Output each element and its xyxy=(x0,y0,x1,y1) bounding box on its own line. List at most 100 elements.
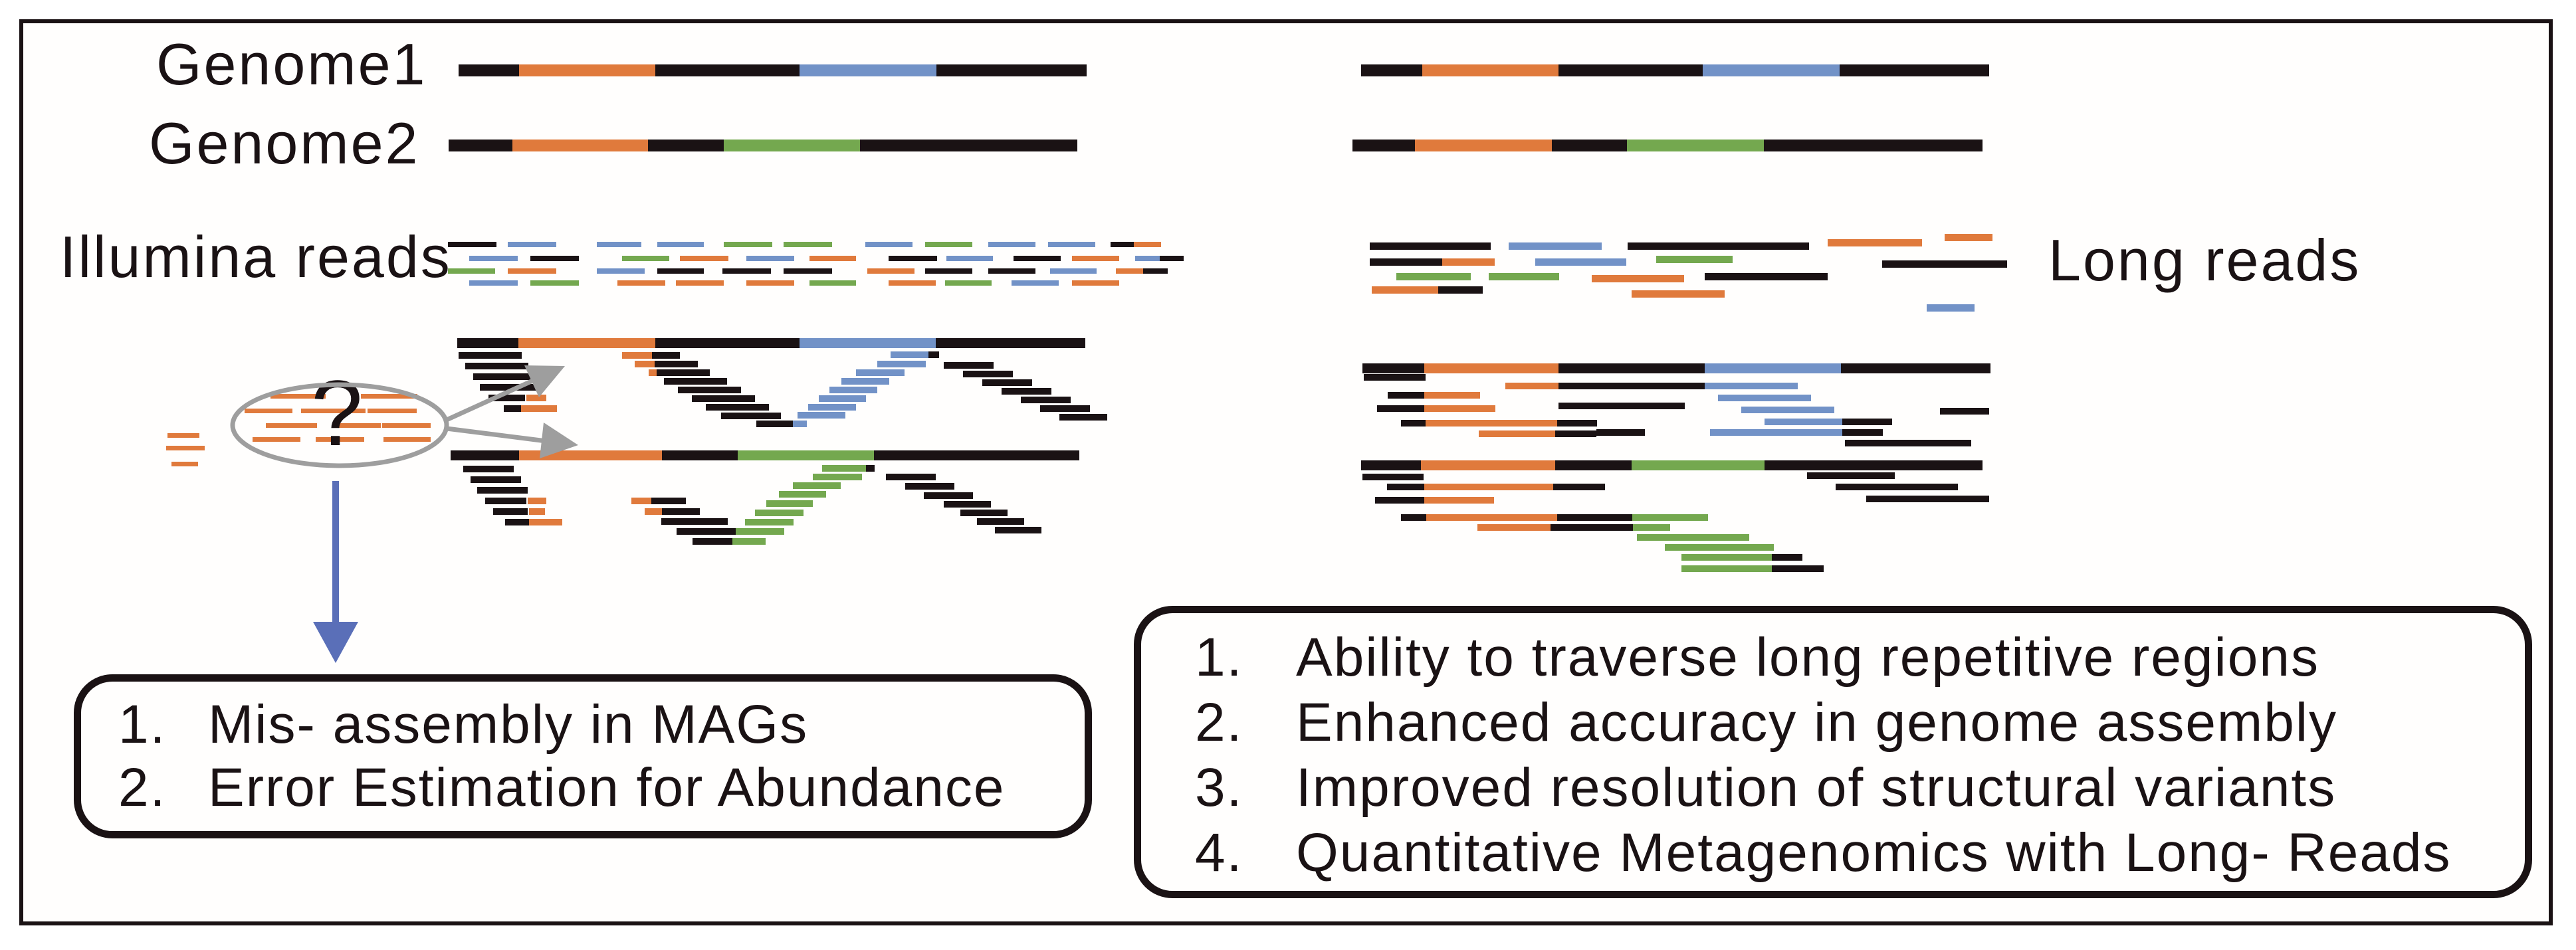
left-contig1-reads-read xyxy=(856,369,905,376)
read-segment xyxy=(1741,407,1834,413)
read-segment xyxy=(745,519,794,525)
item-text: Enhanced accuracy in genome assembly xyxy=(1296,692,2338,753)
illumina-read-cloud-read xyxy=(1050,268,1097,274)
read-segment xyxy=(755,510,804,516)
right-contig1-reads-read xyxy=(1377,405,1495,412)
read-segment xyxy=(459,352,522,359)
genome2-right-bar xyxy=(1352,140,1983,151)
read-segment xyxy=(448,268,495,274)
left-contig1-reads-read xyxy=(798,412,845,419)
read-segment xyxy=(1111,242,1134,247)
read-segment xyxy=(505,519,529,525)
left-contig2-reads-read xyxy=(793,482,841,489)
left-contig2-reads-read xyxy=(995,527,1041,533)
read-segment xyxy=(924,492,973,499)
read-segment xyxy=(473,373,534,380)
read-segment xyxy=(813,474,862,480)
illumina-read-cloud-read xyxy=(925,242,972,247)
read-segment xyxy=(982,379,1032,386)
read-segment xyxy=(721,538,732,545)
read-segment xyxy=(480,384,540,391)
item-text: Error Estimation for Abundance xyxy=(208,757,1006,818)
read-segment xyxy=(463,466,514,472)
left-contig2-reads-read xyxy=(677,528,740,535)
read-segment xyxy=(1764,140,1983,151)
right-contig1-reads-read xyxy=(1505,383,1798,389)
right-contig1-bar xyxy=(1362,363,1990,373)
read-segment xyxy=(977,518,1024,525)
read-segment xyxy=(829,387,877,393)
read-segment xyxy=(809,280,856,286)
read-segment xyxy=(1842,429,1883,436)
read-segment xyxy=(784,242,832,247)
read-segment xyxy=(530,256,579,261)
read-segment xyxy=(1116,268,1143,274)
long-read-cloud-read xyxy=(1370,242,1491,250)
read-segment xyxy=(1370,258,1442,266)
illumina-read-cloud-read xyxy=(448,242,496,247)
read-segment xyxy=(1489,273,1559,280)
read-segment xyxy=(649,369,657,376)
left-contig1-reads-read xyxy=(488,395,525,401)
left-contig1-reads-read xyxy=(526,395,546,401)
read-segment xyxy=(944,501,991,508)
ellipse-read-cluster-read xyxy=(245,409,292,413)
read-segment xyxy=(1866,496,1989,502)
read-segment xyxy=(1143,268,1168,274)
right-contig1-reads-read xyxy=(1845,440,1971,446)
read-segment xyxy=(822,465,866,472)
read-segment xyxy=(1765,419,1842,425)
illumina-read-cloud-read xyxy=(889,256,937,261)
illumina-read-cloud-read xyxy=(1012,280,1059,286)
left-contig1-reads-read xyxy=(622,352,680,359)
read-segment xyxy=(891,351,928,358)
long-read-cloud-read xyxy=(1705,273,1828,280)
left-contig1-reads-read xyxy=(721,413,781,419)
left-contig2-reads-read xyxy=(505,519,562,525)
left-contig1-reads-read xyxy=(891,351,939,358)
read-segment xyxy=(382,423,431,428)
read-segment xyxy=(677,528,740,535)
read-segment xyxy=(519,450,662,460)
left-contig2-reads-read xyxy=(745,519,794,525)
read-segment xyxy=(1505,383,1558,389)
illumina-read-cloud-read xyxy=(946,256,993,261)
read-segment xyxy=(736,528,784,535)
read-segment xyxy=(645,508,662,515)
read-segment xyxy=(1438,286,1483,294)
read-segment xyxy=(1021,397,1071,403)
illumina-read-cloud-read xyxy=(1072,256,1119,261)
illumina-read-cloud-read xyxy=(508,242,556,247)
read-segment xyxy=(1718,395,1811,401)
read-segment xyxy=(798,412,845,419)
left-contig2-reads-read xyxy=(645,508,700,515)
item-number: 1. xyxy=(118,694,167,755)
item-number: 1. xyxy=(1195,627,1243,688)
read-segment xyxy=(529,508,545,515)
read-segment xyxy=(819,395,866,402)
read-segment xyxy=(657,369,710,376)
read-segment xyxy=(841,378,889,385)
read-segment xyxy=(1401,514,1426,521)
read-segment xyxy=(530,280,579,286)
read-segment xyxy=(886,474,936,480)
read-segment xyxy=(1364,374,1426,381)
read-segment xyxy=(1592,275,1684,282)
illumina-read-cloud-read xyxy=(809,256,856,261)
left-contig1-reads-read xyxy=(982,379,1032,386)
read-segment xyxy=(1388,392,1424,399)
right-contig1-reads-read xyxy=(1364,374,1426,381)
read-segment xyxy=(504,405,521,412)
read-segment xyxy=(1940,408,1989,415)
read-segment xyxy=(693,538,722,545)
read-segment xyxy=(1370,242,1491,250)
read-segment xyxy=(449,140,512,151)
illumina-read-cloud-read xyxy=(1111,242,1161,247)
read-segment xyxy=(865,242,912,247)
long-read-cloud-read xyxy=(1882,260,2007,268)
outer-frame xyxy=(19,19,2553,925)
read-segment xyxy=(960,510,1008,516)
illumina-read-cloud-read xyxy=(1135,256,1184,261)
list-item: 2.Enhanced accuracy in genome assembly xyxy=(1195,690,2525,755)
